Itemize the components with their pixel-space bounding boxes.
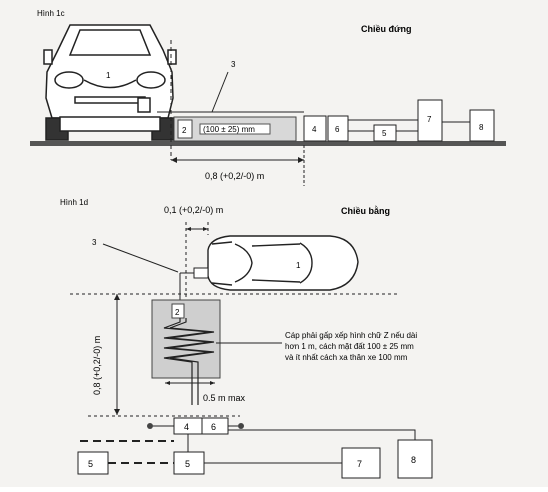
offset-arrow-right: [203, 227, 208, 231]
fig-top-view: Chiều đứng: [361, 24, 412, 34]
box-8-top-label: 8: [479, 123, 484, 132]
z-fold-cable-2: [169, 318, 215, 405]
fig-top-title: Hình 1c: [37, 9, 65, 18]
offset-arrow-left: [186, 227, 191, 231]
ground-point-right: [238, 423, 244, 429]
top-dim-arrow-left: [171, 157, 177, 163]
ground-point-left: [147, 423, 153, 429]
car-plan: [207, 235, 359, 291]
vertical-dim-label: 0,8 (+0,2/-0) m: [92, 336, 102, 395]
box-5a-bottom: [77, 451, 109, 475]
figure-top: Hình 1c Chiều đứng 1 3 2 (: [30, 9, 506, 186]
top-callout-3: 3: [231, 60, 236, 69]
box-8-bottom-label: 8: [411, 455, 416, 465]
box-5-top: [373, 124, 397, 142]
box-2-bottom: [171, 303, 185, 319]
box-5b-bottom-label: 5: [185, 459, 190, 469]
clearance-box: [199, 123, 271, 135]
box-7-bottom-label: 7: [357, 459, 362, 469]
box-2-top-label: 2: [182, 126, 187, 135]
note-line-2: hơn 1 m, cách mặt đất 100 ± 25 mm: [285, 342, 414, 351]
width-dim-arrow-right: [210, 381, 215, 385]
bottom-callout-leader: [102, 243, 179, 273]
top-callout-leader: [211, 71, 229, 113]
box-5a-bottom-label: 5: [88, 459, 93, 469]
top-distance-label: 0,8 (+0,2/-0) m: [205, 171, 264, 181]
car-top-number: 1: [106, 71, 111, 80]
box-6-bottom-label: 6: [211, 422, 216, 432]
car-bottom-number: 1: [296, 261, 301, 270]
width-dim-arrow-left: [165, 381, 170, 385]
clearance-label: (100 ± 25) mm: [203, 125, 255, 134]
note-line-1: Cáp phải gấp xếp hình chữ Z nếu dài: [285, 331, 417, 340]
vertical-dim-arrow-bottom: [114, 409, 120, 415]
box-4-top-label: 4: [312, 125, 317, 134]
box-4-top: [303, 115, 327, 142]
bottom-connections: [204, 429, 416, 464]
box-4-bottom-label: 4: [184, 422, 189, 432]
offset-label: 0,1 (+0,2/-0) m: [164, 205, 223, 215]
fig-bottom-title: Hình 1d: [60, 198, 88, 207]
note-line-3: và ít nhất cách xa thân xe 100 mm: [285, 353, 408, 362]
top-dim-arrow-right: [298, 157, 304, 163]
box-6-top: [327, 115, 349, 142]
box-8-top: [469, 109, 495, 142]
box-6-bottom: [201, 417, 229, 435]
ground-line: [30, 141, 506, 146]
box-5-top-label: 5: [382, 129, 387, 138]
charging-inlet: [193, 267, 209, 279]
box-7-bottom: [341, 447, 381, 479]
fig-bottom-view: Chiều bằng: [341, 205, 390, 216]
box-6-top-label: 6: [335, 125, 340, 134]
car-front: [43, 24, 177, 141]
box-8-bottom: [397, 439, 433, 479]
box-2-top: [177, 119, 193, 139]
box-2-bottom-label: 2: [175, 308, 180, 317]
bottom-callout-3: 3: [92, 238, 97, 247]
width-dim-label: 0.5 m max: [203, 393, 246, 403]
top-connections: [348, 119, 470, 132]
vertical-dim-arrow-top: [114, 294, 120, 300]
figure-bottom: Hình 1d Chiều bằng 0,1 (+0,2/-0) m 3 1: [60, 198, 433, 479]
box-7-top-label: 7: [427, 115, 432, 124]
